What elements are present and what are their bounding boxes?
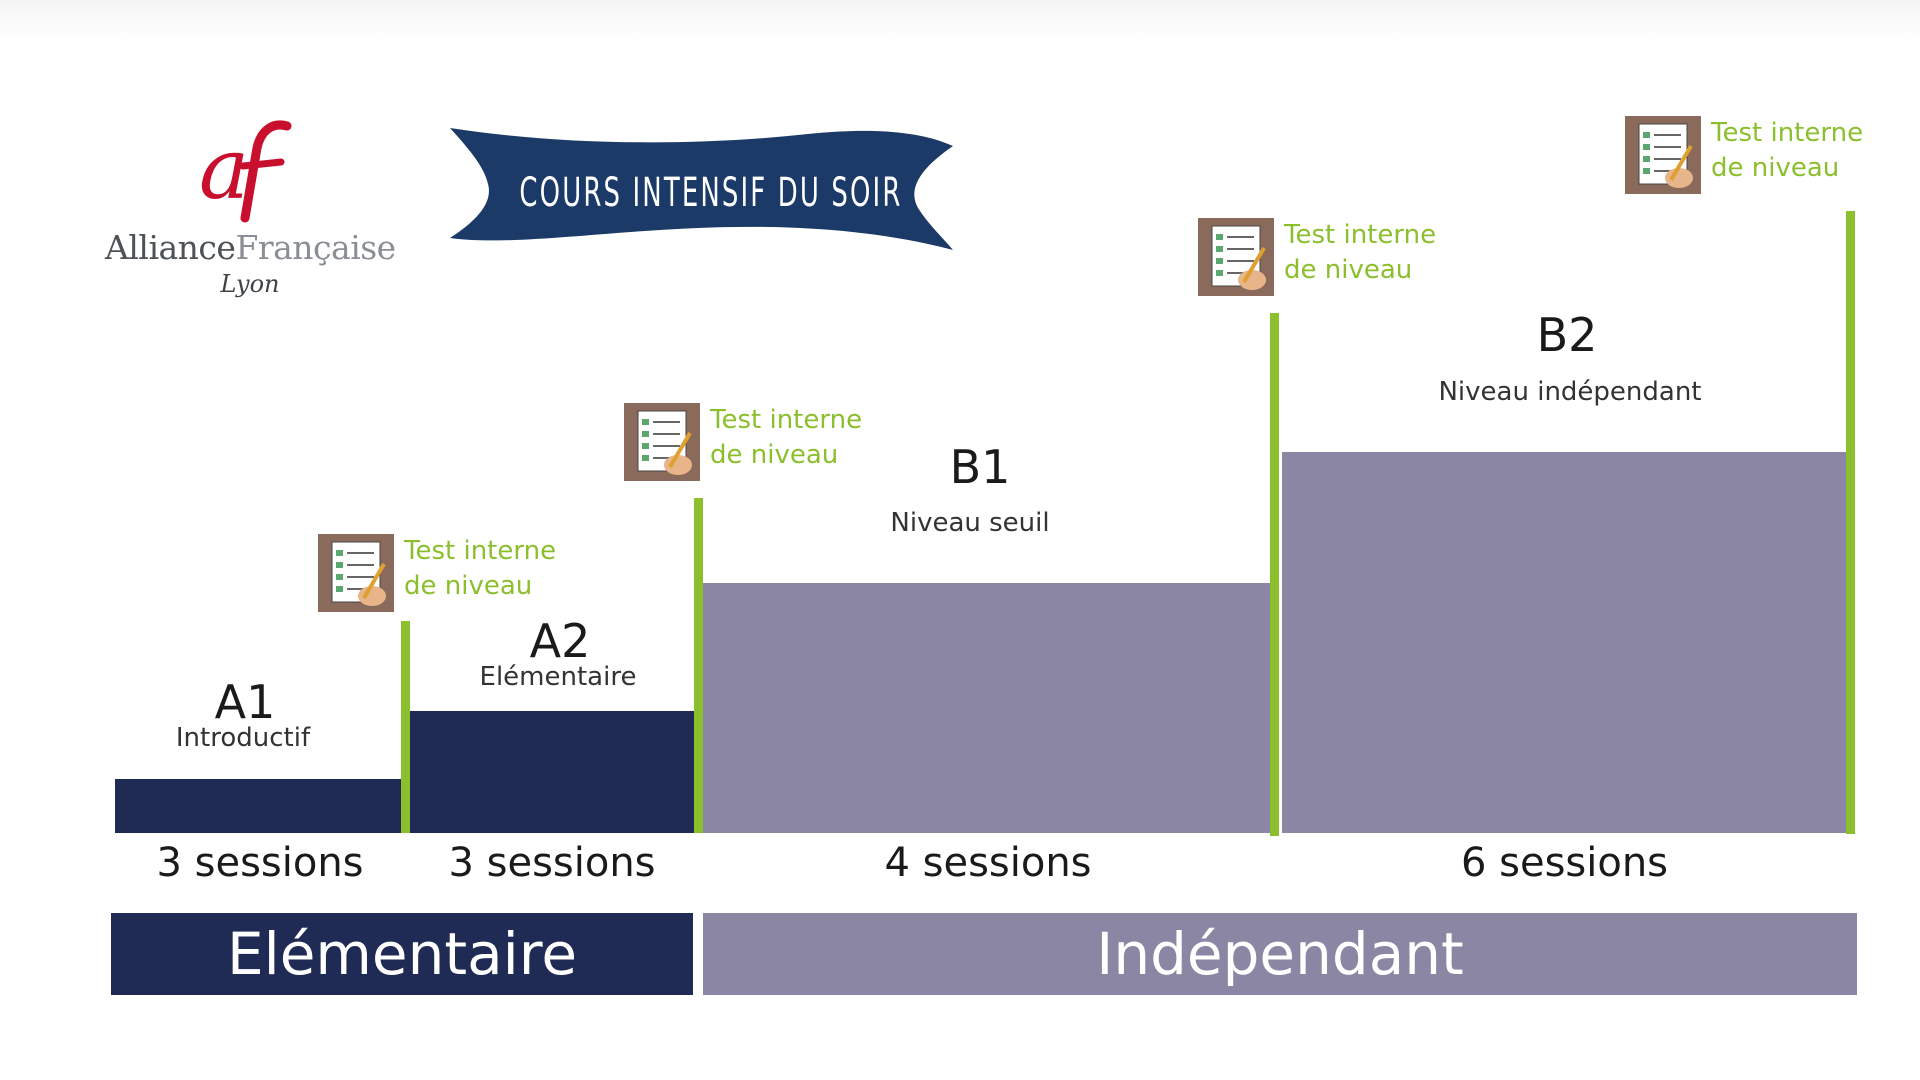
logo-name-part1: Alliance	[105, 228, 236, 267]
test-label: Test interne de niveau	[1284, 218, 1436, 288]
b2-step-bar	[1282, 452, 1847, 833]
title-banner: COURS INTENSIF DU SOIR	[448, 120, 958, 260]
test-label-line1: Test interne	[1284, 220, 1437, 250]
level-b2-description: Niveau indépendant	[1438, 377, 1702, 407]
test-marker-line	[1846, 211, 1855, 834]
top-shade	[0, 0, 1920, 40]
banner-ribbon-shape	[450, 128, 953, 250]
checklist-icon	[318, 534, 394, 612]
a2-step-bar	[410, 711, 694, 833]
level-a1-description: Introductif	[175, 723, 311, 753]
test-marker-line	[401, 621, 410, 833]
checklist-icon	[1625, 116, 1701, 194]
level-a2-description: Elémentaire	[479, 662, 637, 692]
level-a2-code: A2	[529, 614, 591, 668]
level-b2-code: B2	[1536, 308, 1598, 362]
test-label-line2: de niveau	[404, 571, 533, 601]
test-label-line1: Test interne	[1711, 118, 1864, 148]
af-logo-icon: a	[195, 118, 305, 228]
a1-sessions: 3 sessions	[156, 840, 364, 886]
b2-sessions: 6 sessions	[1460, 840, 1669, 886]
logo-name-part2: Française	[235, 228, 396, 267]
test-label: Test interne de niveau	[404, 534, 556, 604]
logo-name: AllianceFrançaise	[105, 228, 396, 267]
alliance-francaise-logo: a AllianceFrançaise Lyon	[105, 118, 396, 303]
group-band-elementaire: Elémentaire	[111, 913, 693, 995]
test-label-line2: de niveau	[710, 440, 839, 470]
test-label: Test interne de niveau	[1711, 116, 1863, 186]
level-b1-description: Niveau seuil	[890, 508, 1050, 538]
test-label-line2: de niveau	[1711, 153, 1840, 183]
group-band-independant: Indépendant	[703, 913, 1857, 995]
svg-text:a: a	[199, 120, 249, 218]
test-label: Test interne de niveau	[710, 403, 862, 473]
level-b1-code: B1	[949, 440, 1011, 494]
test-label-line2: de niveau	[1284, 255, 1413, 285]
test-label-line1: Test interne	[710, 405, 863, 435]
checklist-icon	[624, 403, 700, 481]
test-marker-line	[694, 498, 703, 833]
b1-step-bar	[700, 583, 1276, 833]
test-marker-line	[1270, 313, 1279, 836]
checklist-icon	[1198, 218, 1274, 296]
level-a1-code: A1	[214, 675, 276, 729]
banner-title: COURS INTENSIF DU SOIR	[519, 170, 903, 216]
test-label-line1: Test interne	[404, 536, 557, 566]
logo-city: Lyon	[220, 270, 280, 298]
b1-sessions: 4 sessions	[884, 840, 1092, 886]
a1-step-bar	[115, 779, 405, 833]
a2-sessions: 3 sessions	[448, 840, 656, 886]
